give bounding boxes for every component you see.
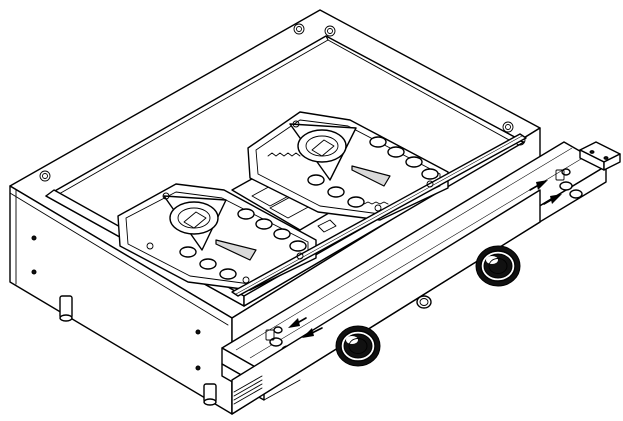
burner-rear xyxy=(247,111,449,221)
rail-fittings-right xyxy=(555,168,583,199)
arrow-icon xyxy=(543,194,562,205)
burner-rear-ports xyxy=(307,136,439,208)
burner-front-tray xyxy=(117,183,317,291)
corner-boss-left xyxy=(39,170,51,182)
knob-icon-right xyxy=(475,245,521,287)
corner-boss-right xyxy=(502,121,514,133)
burner-front-igniter xyxy=(215,239,257,261)
inner-rails xyxy=(231,133,527,297)
burner-rear-tray xyxy=(247,111,449,221)
burner-rear-igniter xyxy=(351,165,391,187)
screw-icon xyxy=(31,235,37,241)
arrows xyxy=(288,180,562,338)
burner-front-ports xyxy=(179,208,307,280)
center-hole xyxy=(416,295,432,309)
corner-boss-back xyxy=(293,23,305,35)
corner-boss-back-right xyxy=(324,25,336,37)
arrow-icon xyxy=(529,180,548,191)
burner-front xyxy=(117,183,317,291)
arrow-icon xyxy=(302,327,323,338)
arrow-icon xyxy=(288,317,307,328)
vent-slots xyxy=(233,375,263,405)
burner-rear-ring xyxy=(297,129,347,163)
bracket-part xyxy=(579,141,621,171)
screw-icon xyxy=(31,269,37,275)
screw-icon xyxy=(195,329,201,335)
feet xyxy=(59,295,217,406)
screw-icon xyxy=(195,365,201,371)
knob-icon-left xyxy=(335,325,381,367)
burner-front-ring xyxy=(169,201,219,235)
front-panel xyxy=(231,189,541,415)
